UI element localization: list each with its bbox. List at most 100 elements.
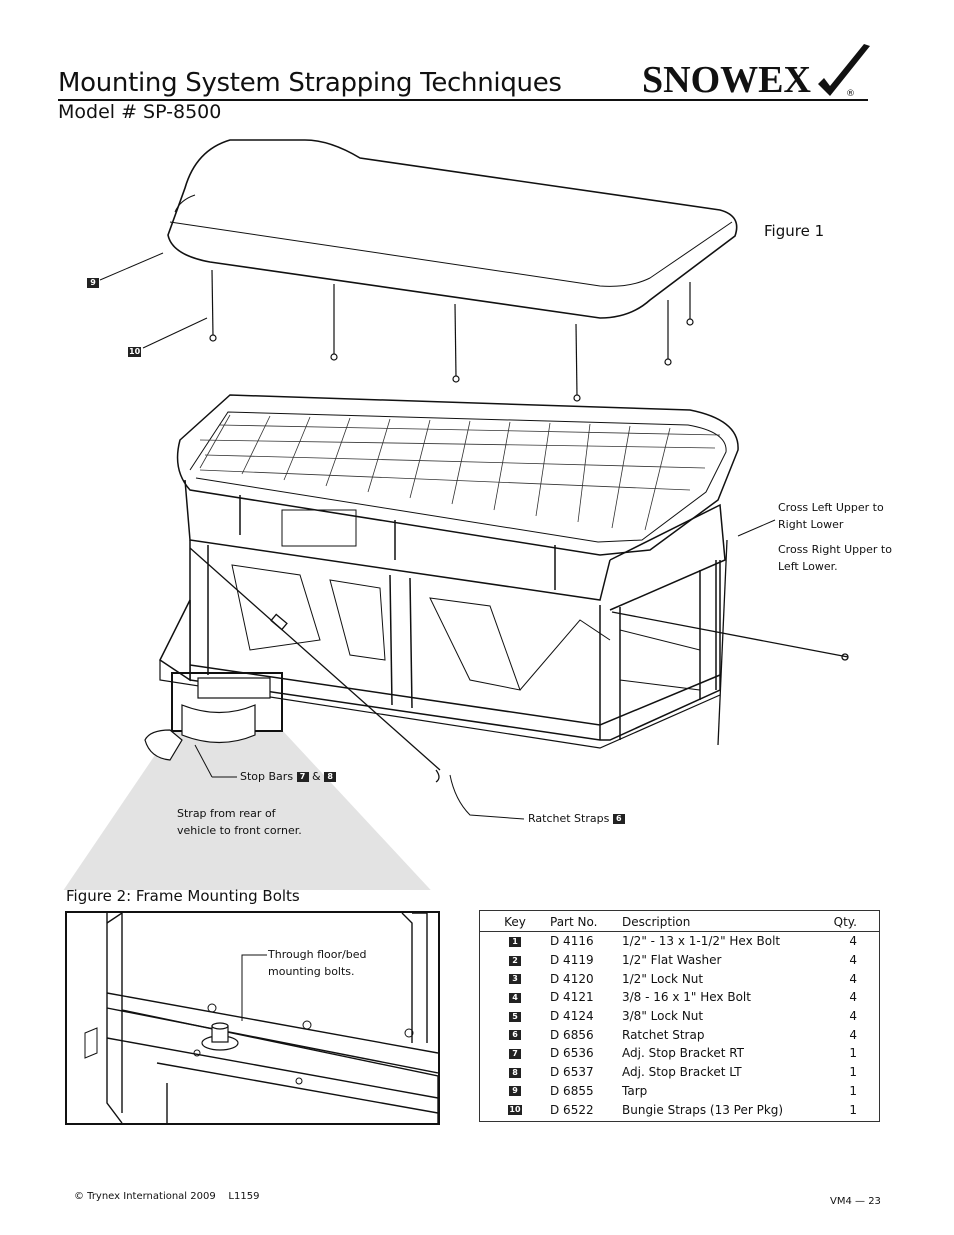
figure-2-box: Through floor/bed mounting bolts. [65,911,440,1125]
row-key: 8 [509,1067,521,1078]
cross-note-2-line-a: Cross Right Upper to [778,543,892,556]
strap-note-line-b: vehicle to front corner. [177,824,302,837]
row-part-number: D 4116 [550,934,594,949]
stop-bars-label: Stop Bars 7 & 8 [240,768,337,785]
cross-note-1-line-a: Cross Left Upper to [778,501,884,514]
row-key-cell: 2 [480,951,550,970]
snowex-logo: SNOWEX ® [642,44,870,100]
strap-note: Strap from rear of vehicle to front corn… [177,805,302,839]
row-part-number: D 6855 [550,1083,594,1098]
row-key-cell: 8 [480,1063,550,1082]
stop-bars-text: Stop Bars [240,770,294,783]
figure-1-illustration [63,139,849,890]
tarp [167,139,738,319]
figure-2-note-line-b: mounting bolts. [268,965,355,978]
zoom-projection [63,730,431,890]
parts-table-grid: Key Part No. Description Qty. 1 D 4116 1/2… [480,911,879,1119]
header-part: Part No. [550,914,598,929]
row-key: 1 [509,936,521,947]
row-key: 7 [509,1048,521,1059]
row-key-cell: 5 [480,1007,550,1026]
callout-9-leader [99,252,164,281]
stop-bars-amp: & [312,770,321,783]
row-part-number: D 4120 [550,971,594,986]
ratchet-straps-text: Ratchet Straps [528,812,610,825]
table-row: 1 D 4116 1/2" - 13 x 1-1/2" Hex Bolt 4 [480,932,879,951]
row-key: 9 [509,1086,521,1097]
table-row: 7 D 6536 Adj. Stop Bracket RT 1 [480,1044,879,1063]
row-description: 1/2" Flat Washer [622,953,722,968]
checkmark-icon [818,44,870,96]
title-rule [58,99,868,101]
logo-wordmark: SNOWEX [642,59,811,100]
stop-bars-key-7: 7 [296,772,309,782]
registered-mark: ® [846,89,855,99]
row-part-number: D 4119 [550,953,594,968]
row-description: Tarp [622,1083,648,1098]
row-key: 3 [509,974,521,985]
bungie-straps [209,269,694,402]
figure-2-label: Figure 2: Frame Mounting Bolts [66,887,300,905]
strap-note-line-a: Strap from rear of [177,807,276,820]
cross-note-2: Cross Right Upper to Left Lower. [778,541,892,575]
row-key-cell: 1 [480,932,550,951]
row-part-number: D 6522 [550,1102,594,1117]
row-part-number: D 4124 [550,1009,594,1024]
row-qty: 1 [849,1083,857,1098]
header-desc: Description [622,914,691,929]
row-key: 2 [509,955,521,966]
footer-copyright: © Trynex International 2009 L1159 [74,1191,260,1202]
row-description: Bungie Straps (13 Per Pkg) [622,1102,784,1117]
row-part-number: D 6536 [550,1046,594,1061]
row-part-number: D 6856 [550,1027,594,1042]
figure-2-note-line-a: Through floor/bed [268,948,367,961]
row-qty: 4 [849,990,857,1005]
row-description: Adj. Stop Bracket LT [622,1065,742,1080]
cross-note-1: Cross Left Upper to Right Lower [778,499,884,533]
footer-page-number: VM4 — 23 [830,1196,881,1207]
row-description: Ratchet Strap [622,1027,705,1042]
row-qty: 4 [849,1027,857,1042]
row-key-cell: 9 [480,1082,550,1101]
row-key-cell: 3 [480,969,550,988]
callout-10: 10 [128,347,142,357]
ratchet-straps-leader [449,774,525,820]
callout-9: 9 [87,278,99,288]
row-qty: 4 [849,934,857,949]
row-description: 3/8 - 16 x 1" Hex Bolt [622,990,751,1005]
row-key: 4 [509,992,521,1003]
figure-1-label: Figure 1 [764,222,825,240]
table-row: 9 D 6855 Tarp 1 [480,1082,879,1101]
row-key-cell: 7 [480,1044,550,1063]
mounting-bolt [201,1022,239,1051]
row-qty: 4 [849,1009,857,1024]
model-number: Model # SP-8500 [58,101,222,123]
row-key-cell: 6 [480,1025,550,1044]
callout-10-leader [142,317,208,349]
ratchet-straps [189,539,849,783]
stop-bars [144,677,271,761]
table-header-row: Key Part No. Description Qty. [480,911,879,932]
header-qty: Qty. [833,914,857,929]
row-description: 1/2" - 13 x 1-1/2" Hex Bolt [622,934,781,949]
figure-2-illustration [84,913,438,1123]
ratchet-straps-label: Ratchet Straps 6 [528,810,625,827]
header-key: Key [504,914,526,929]
row-part-number: D 4121 [550,990,594,1005]
spreader-hopper [159,394,739,749]
row-key: 6 [509,1030,521,1041]
row-key-cell: 10 [480,1100,550,1119]
row-key-cell: 4 [480,988,550,1007]
table-row: 6 D 6856 Ratchet Strap 4 [480,1025,879,1044]
cross-note-leader [737,519,776,537]
row-qty: 4 [849,971,857,986]
cross-note-1-line-b: Right Lower [778,518,844,531]
row-qty: 1 [849,1046,857,1061]
row-description: Adj. Stop Bracket RT [622,1046,745,1061]
row-key: 5 [509,1011,521,1022]
row-part-number: D 6537 [550,1065,594,1080]
